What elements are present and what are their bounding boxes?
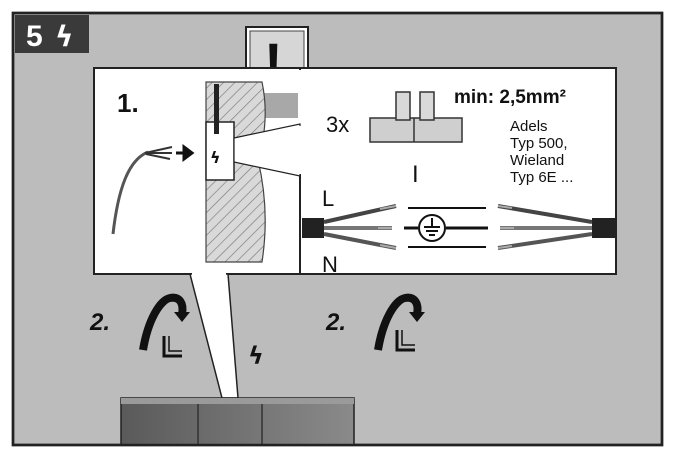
roman-numeral: I: [412, 161, 419, 188]
neutral-label: N: [322, 252, 338, 277]
arrow-icon: [176, 144, 195, 162]
step2-label-right: 2.: [325, 309, 346, 336]
cable: [111, 150, 149, 235]
cabinet-unit: [120, 397, 355, 446]
terminal-type: Typ 500,: [510, 135, 568, 152]
min-cross-section: min: 2,5mm²: [454, 87, 566, 108]
socket-lightning-icon: ϟ: [210, 148, 221, 167]
terminal-count: 3x: [326, 112, 349, 137]
hazard-lightning-icon: ϟ: [248, 342, 264, 370]
wire-bundle-left: [302, 204, 397, 250]
step-badge: 5 ϟ: [15, 15, 89, 53]
terminal-types: Adels Typ 500, Wieland Typ 6E ...: [510, 118, 573, 186]
zoom-wedge: [233, 123, 301, 177]
step2-label-left: 2.: [89, 309, 110, 336]
lightning-icon: ϟ: [55, 20, 73, 53]
terminal-type: Wieland: [510, 152, 564, 169]
socket-box: [205, 121, 235, 181]
terminal-type: Typ 6E ...: [510, 169, 573, 186]
step-number: 5: [26, 20, 43, 53]
terminal-block-icon: [369, 91, 463, 143]
earth-ground-icon: [418, 214, 446, 242]
rotate-arrow-icon: [374, 293, 425, 352]
terminal-type: Adels: [510, 118, 548, 135]
wire-bundle-right: [497, 204, 616, 250]
rotate-arrow-icon: [139, 293, 190, 358]
step1-label: 1.: [117, 88, 139, 118]
live-label: L: [322, 186, 334, 211]
